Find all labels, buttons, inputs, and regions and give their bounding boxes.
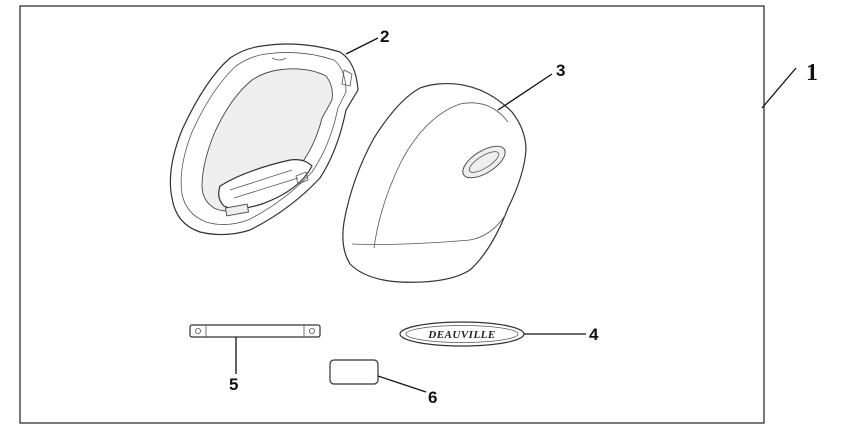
- callout-1: 1: [806, 60, 818, 86]
- callout-2: 2: [380, 27, 389, 46]
- leader-3: [497, 73, 553, 111]
- emblem-text: DEAUVILLE: [427, 329, 495, 341]
- leader-6: [377, 375, 427, 393]
- callout-4: 4: [589, 325, 599, 344]
- leader-2: [345, 37, 379, 55]
- part-inner-shell: [169, 43, 359, 236]
- kit-frame: [19, 5, 765, 424]
- callout-6: 6: [428, 388, 437, 407]
- part-cover: [342, 82, 527, 283]
- part-bracket: [189, 324, 321, 338]
- part-label: [329, 359, 379, 385]
- callout-5: 5: [229, 375, 238, 394]
- callout-3: 3: [556, 61, 565, 80]
- leader-1: [761, 67, 797, 109]
- part-emblem: DEAUVILLE: [399, 321, 525, 347]
